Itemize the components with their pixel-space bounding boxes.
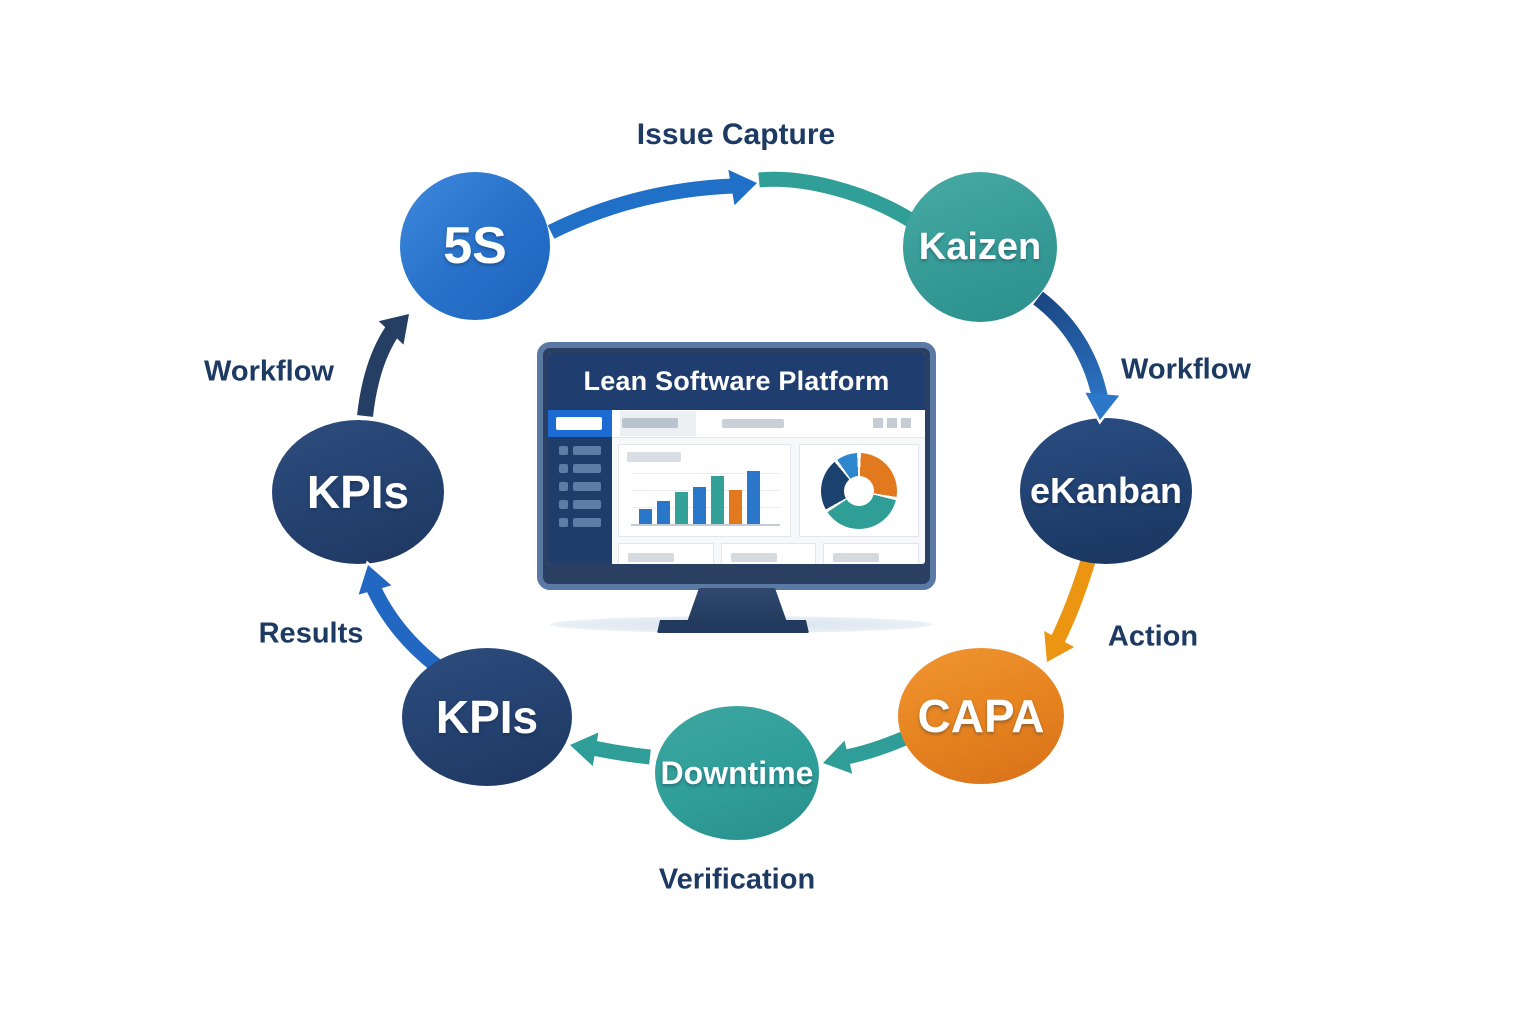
bar (747, 471, 760, 524)
summary-card-placeholder (720, 543, 817, 564)
panel-title-placeholder (627, 452, 681, 462)
flow-label-workflow-left: Workflow (204, 355, 334, 388)
dashboard-toolbar (612, 410, 925, 438)
arrowhead-into-downtime (818, 738, 854, 777)
sidebar-active-item (548, 410, 612, 437)
sidebar-row-placeholder (559, 482, 612, 491)
arrow-downtime-to-kpis (591, 740, 651, 765)
node-downtime: Downtime (655, 706, 819, 840)
arrow-ekanban-to-capa (1048, 555, 1097, 649)
arrow-kpis-to-kpis (366, 583, 443, 673)
node-kpis-bottom: KPIs (402, 648, 572, 786)
node-capa-label: CAPA (917, 690, 1045, 742)
bar (711, 476, 724, 524)
arrow-kaizen-to-ekanban (1033, 291, 1109, 404)
arrowhead-into-kpis-left (356, 560, 394, 596)
toolbar-pill-placeholder (622, 418, 678, 428)
bar-chart-panel (618, 444, 792, 537)
dashboard-sidebar (548, 410, 612, 564)
node-ekanban: eKanban (1020, 418, 1192, 564)
bar (639, 509, 652, 524)
sidebar-active-placeholder (556, 417, 602, 430)
node-5s: 5S (400, 172, 550, 320)
bar (657, 501, 670, 524)
dashboard-header: Lean Software Platform (548, 353, 925, 410)
arrowhead-into-ekanban (1083, 391, 1122, 425)
node-kpis-bottom-label: KPIs (435, 691, 539, 743)
monitor-stand-neck (687, 588, 787, 622)
bar (729, 490, 742, 524)
sidebar-row-placeholder (559, 518, 612, 527)
arrow-capa-to-downtime (844, 731, 908, 765)
node-5s-label: 5S (443, 217, 507, 275)
pie-chart-panel (799, 444, 919, 537)
arrow-5s-to-kaizen (547, 169, 916, 239)
sidebar-row-placeholder (559, 500, 612, 509)
dashboard-screen: Lean Software Platform (548, 353, 925, 564)
arrowhead-into-capa (1041, 630, 1076, 667)
sidebar-row-placeholder (559, 446, 612, 455)
node-kpis-left-label: KPIs (306, 466, 410, 518)
summary-card-placeholder (823, 543, 920, 564)
dashboard-main (612, 410, 925, 564)
bar (675, 492, 688, 524)
node-ekanban-label: eKanban (1029, 470, 1183, 511)
arrow-kpis-to-5s (357, 314, 409, 417)
node-kaizen-label: Kaizen (918, 225, 1042, 268)
flow-label-action: Action (1107, 620, 1199, 653)
arrowhead-into-kpis-bottom (565, 730, 600, 768)
node-capa: CAPA (898, 648, 1064, 784)
toolbar-pill-placeholder (722, 419, 784, 428)
sidebar-row-placeholder (559, 464, 612, 473)
bar-chart (631, 466, 781, 526)
flow-label-results: Results (258, 617, 364, 650)
toolbar-buttons-placeholder (873, 418, 911, 428)
dashboard-title: Lean Software Platform (583, 366, 890, 396)
monitor-stand-base (657, 620, 809, 633)
node-kpis-left: KPIs (272, 420, 444, 564)
node-kaizen: Kaizen (903, 172, 1057, 322)
flow-label-issue-capture: Issue Capture (636, 118, 836, 151)
flow-label-verification: Verification (658, 863, 816, 896)
donut-chart (821, 452, 898, 529)
flow-label-workflow-right: Workflow (1121, 353, 1251, 386)
node-downtime-label: Downtime (660, 754, 814, 791)
bar (693, 487, 706, 524)
summary-card-placeholder (618, 543, 714, 564)
monitor: Lean Software Platform (537, 342, 936, 590)
